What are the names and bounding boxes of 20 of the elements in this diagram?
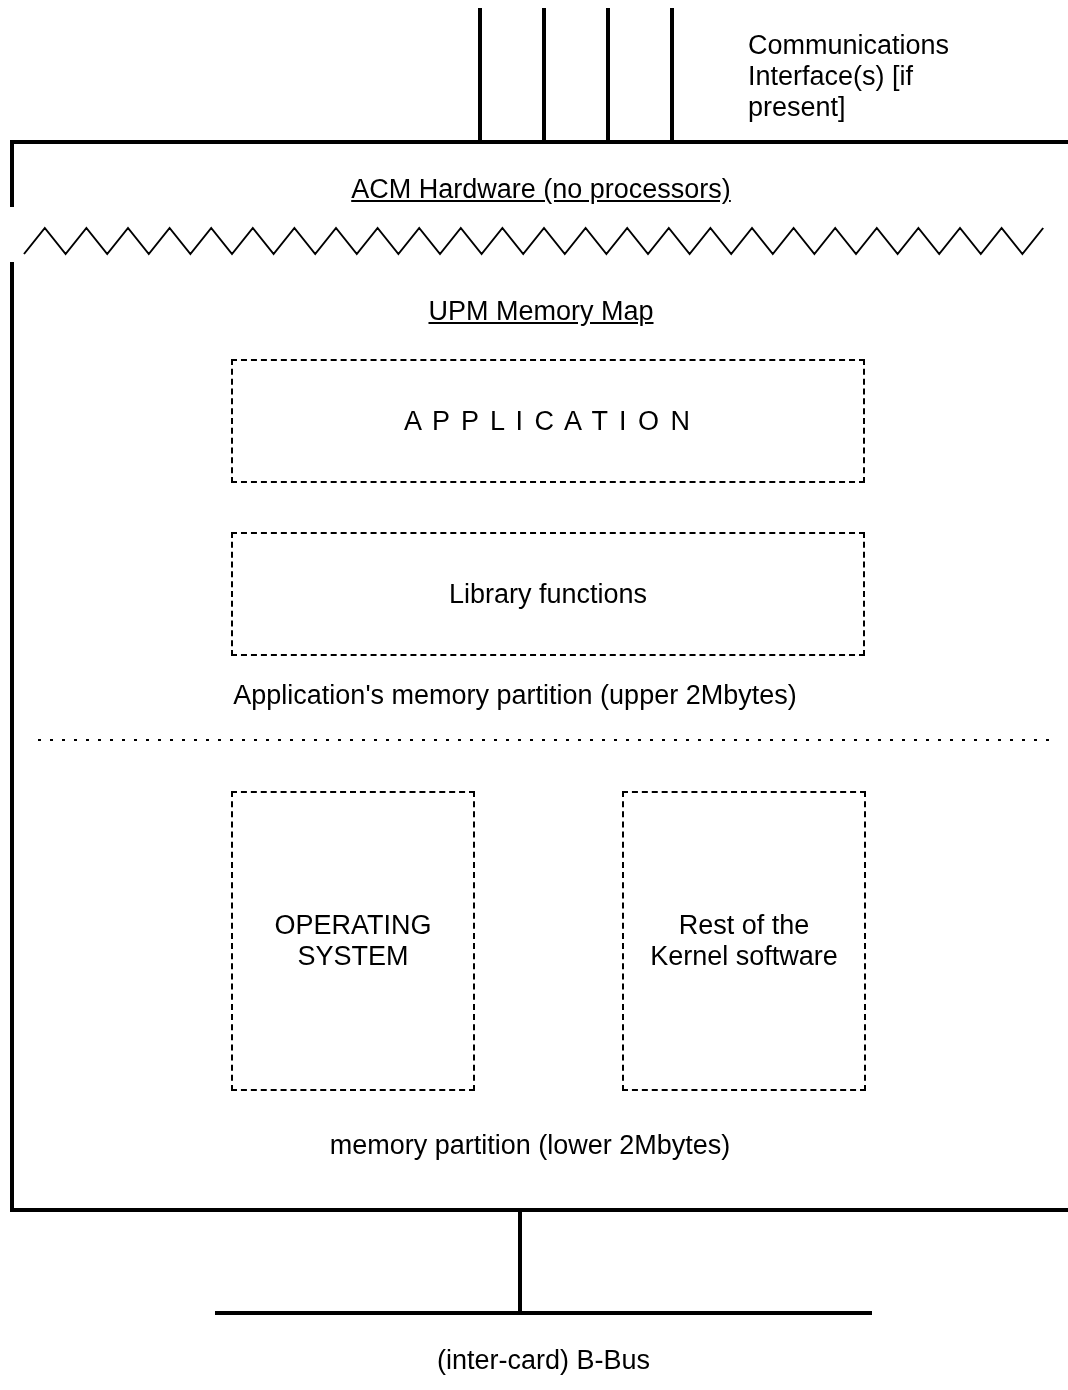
partition-label: Application's memory partition (upper 2Mbytes) <box>232 680 798 711</box>
memory-region-box <box>231 791 475 1091</box>
connector-line <box>606 8 610 140</box>
bus-label: (inter-card) B-Bus <box>435 1345 651 1376</box>
memory-region-box <box>622 791 866 1091</box>
region-label: OPERATING SYSTEM <box>273 910 433 972</box>
memory-region-box <box>231 359 865 483</box>
section-heading: ACM Hardware (no processors) <box>351 174 731 205</box>
memory-region-box <box>231 532 865 656</box>
partition-label: memory partition (lower 2Mbytes) <box>328 1130 732 1161</box>
hardware-frame <box>10 140 1068 1212</box>
region-label: Library functions <box>447 578 649 610</box>
section-heading: UPM Memory Map <box>428 296 654 327</box>
connector-line <box>518 1212 522 1311</box>
connector-line <box>670 8 674 140</box>
region-label: A P P L I C A T I O N <box>402 405 694 437</box>
region-label: Rest of the Kernel software <box>649 910 839 972</box>
connector-line <box>478 8 482 140</box>
interface-label: Communications Interface(s) [if present] <box>748 30 951 123</box>
connector-line <box>542 8 546 140</box>
